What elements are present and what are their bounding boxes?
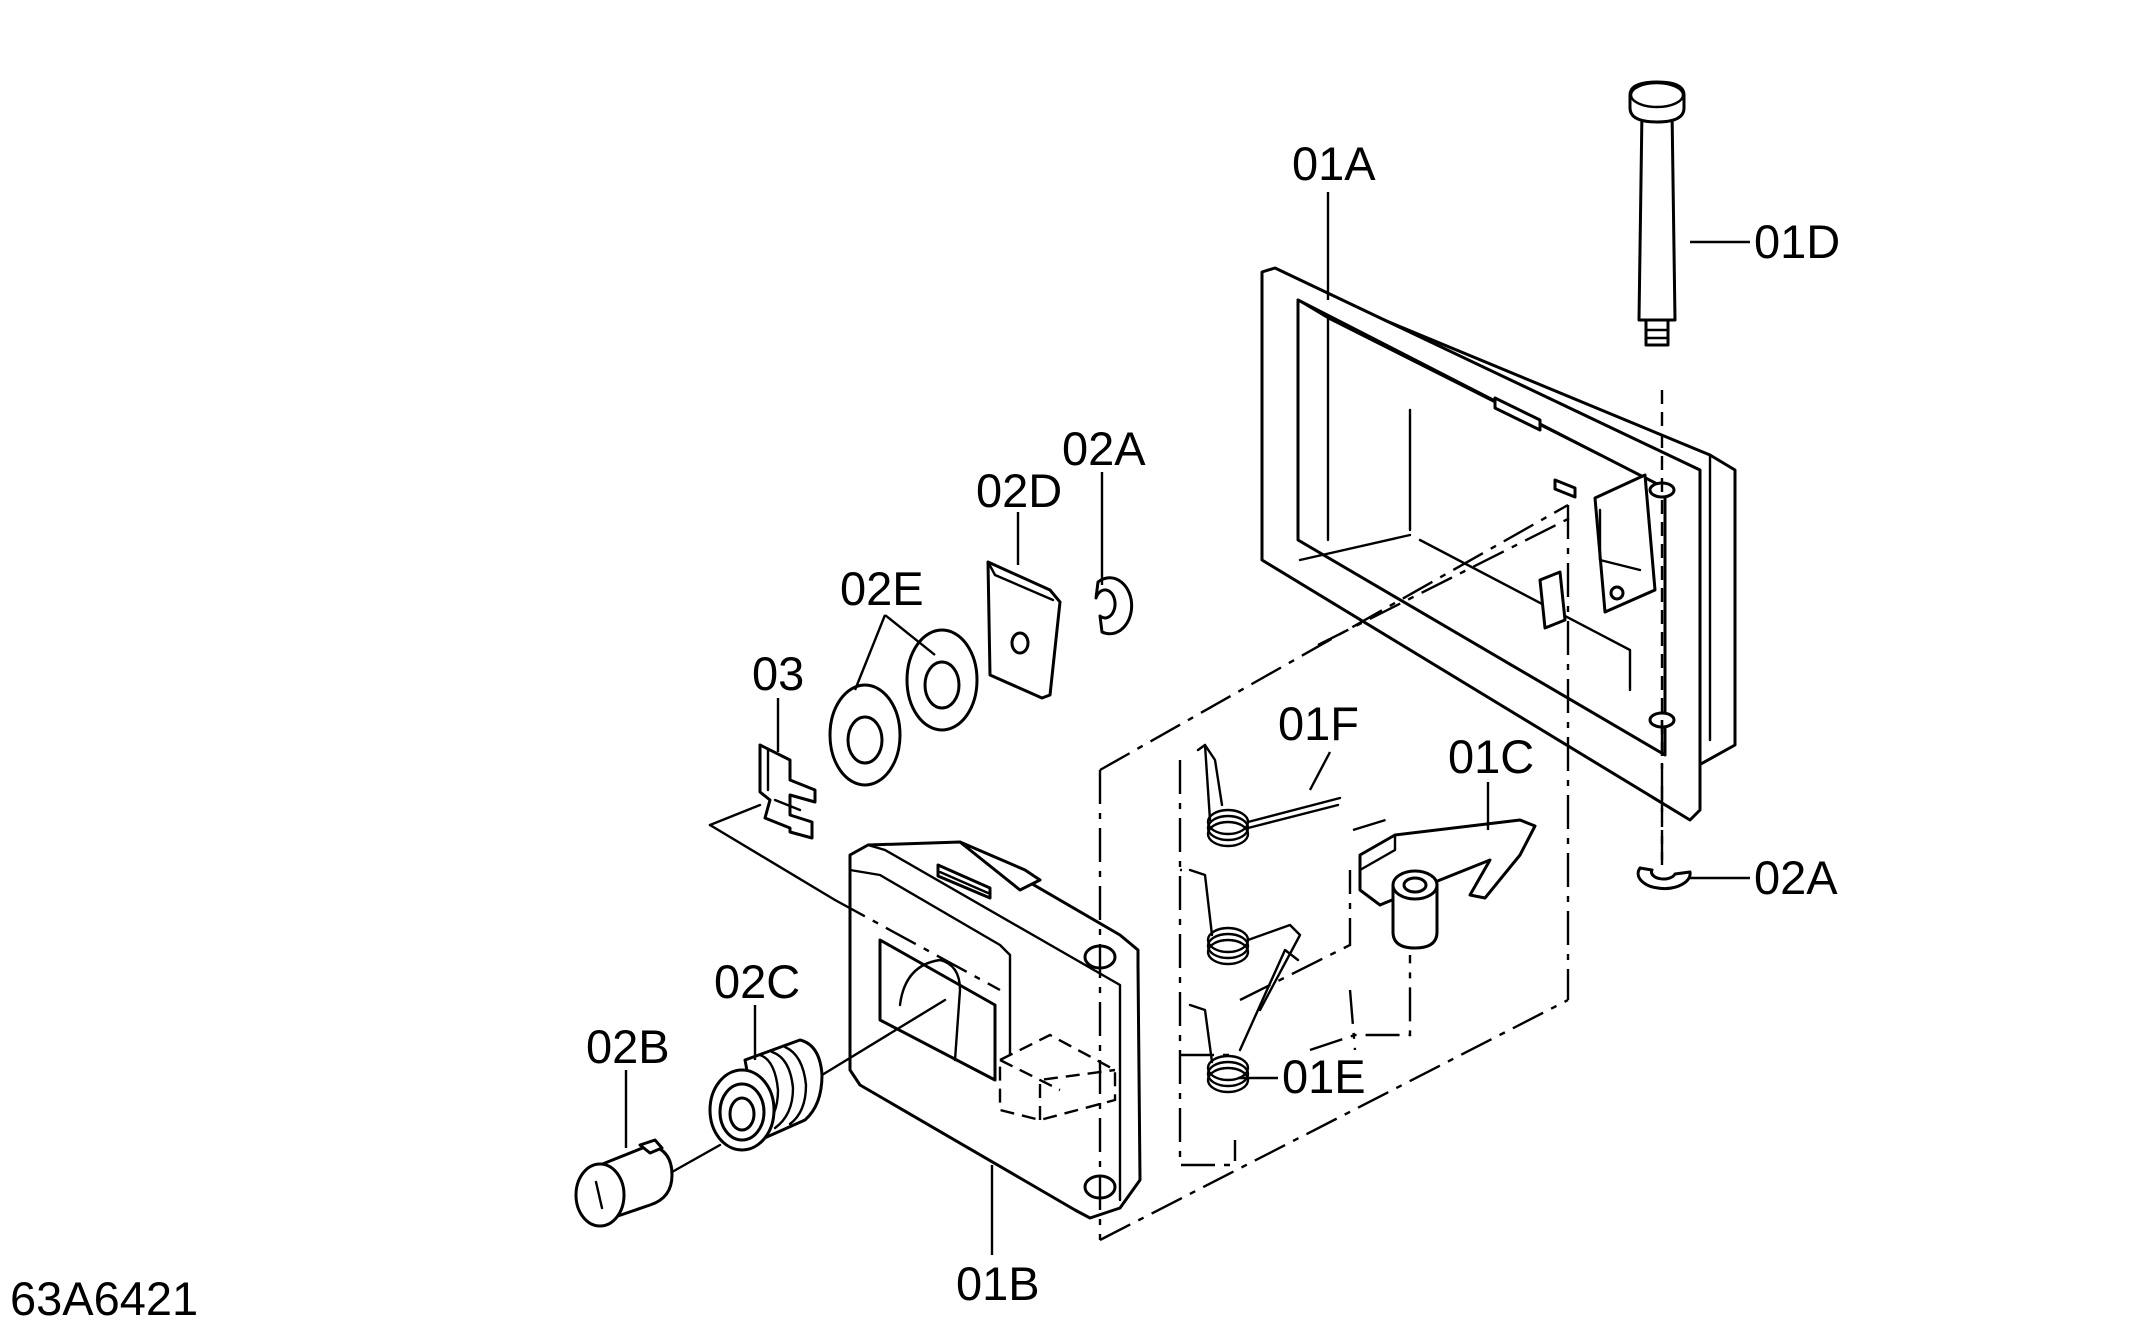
part-02A-eclip-bottom bbox=[1636, 866, 1692, 891]
part-02B-key-cylinder bbox=[574, 1138, 674, 1228]
part-01E-spring-upper bbox=[1188, 868, 1302, 1012]
drawing-number: 63A6421 bbox=[10, 1272, 198, 1323]
callout-labels: 01A 01D 02A 02A 02D 02E 03 01F 01C 01E 0… bbox=[10, 137, 1840, 1323]
part-03-clip bbox=[758, 743, 817, 840]
part-01C-pawl bbox=[1358, 818, 1537, 950]
part-01D-pin bbox=[1628, 80, 1686, 860]
callout-01B: 01B bbox=[956, 1257, 1040, 1310]
callout-01C: 01C bbox=[1448, 730, 1534, 783]
callout-02B: 02B bbox=[586, 1020, 670, 1073]
callout-02C: 02C bbox=[714, 955, 800, 1008]
callout-01E: 01E bbox=[1282, 1050, 1366, 1103]
callout-03: 03 bbox=[752, 647, 804, 700]
callout-01F: 01F bbox=[1278, 697, 1359, 750]
assembly-phantom-lines bbox=[670, 503, 1664, 1242]
callout-02D: 02D bbox=[976, 464, 1062, 517]
part-02D-plate bbox=[986, 560, 1062, 700]
callout-02A-bottom: 02A bbox=[1754, 851, 1838, 904]
part-02A-eclip-top bbox=[1094, 576, 1134, 636]
leader-lines bbox=[624, 192, 1750, 1255]
part-02C-lock-housing bbox=[708, 1038, 824, 1152]
part-01F-spring bbox=[1196, 743, 1342, 848]
part-01E-spring-lower bbox=[1188, 948, 1300, 1094]
part-01B-latch-body bbox=[848, 840, 1142, 1220]
callout-01A: 01A bbox=[1292, 137, 1376, 190]
part-02E-washers bbox=[828, 628, 979, 787]
callout-01D: 01D bbox=[1754, 215, 1840, 268]
callout-02A-top: 02A bbox=[1062, 422, 1146, 475]
callout-02E: 02E bbox=[840, 562, 924, 615]
part-01A-housing bbox=[1260, 266, 1737, 822]
